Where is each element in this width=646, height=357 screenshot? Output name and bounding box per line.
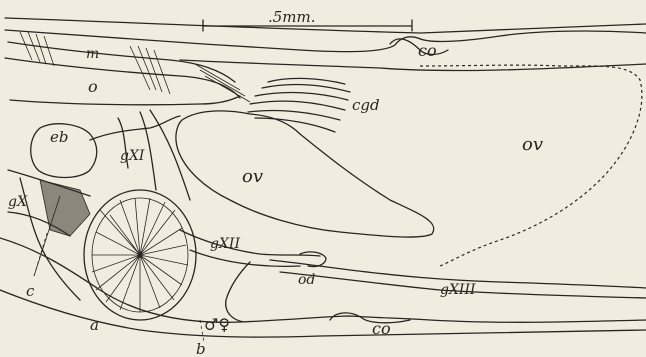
ov-dashed-outline: [420, 65, 642, 266]
label-cgd: cgd: [352, 96, 380, 114]
ov-main-outline: [176, 111, 434, 237]
label-eb: eb: [50, 128, 68, 146]
label-o: o: [88, 77, 98, 96]
label-m: m: [86, 46, 99, 62]
label-sex-symbols: ♂♀: [204, 315, 230, 334]
label-gx: gX: [8, 194, 28, 210]
label-gxii: gXII: [210, 236, 240, 252]
label-od: od: [298, 272, 315, 288]
label-ov-dashed: ov: [522, 134, 543, 155]
egg-radial-texture: [92, 198, 188, 312]
label-co-top: co: [418, 41, 437, 60]
label-co-bottom: co: [372, 319, 391, 338]
scale-bar-label: .5mm.: [268, 8, 316, 26]
label-ov-main: ov: [242, 166, 263, 187]
upper-body-wall-inner: [180, 60, 646, 71]
label-gxi: gXI: [120, 148, 145, 164]
lower-oval-band: [10, 96, 240, 105]
dark-fibre-mass: [40, 180, 90, 236]
label-gxiii: gXIII: [440, 282, 476, 298]
eb-to-gxi-connector: [90, 116, 180, 140]
cgd-structure: [248, 78, 350, 132]
upper-body-wall: [5, 30, 646, 52]
label-c: c: [26, 282, 35, 300]
label-b: b: [196, 340, 206, 357]
label-a: a: [90, 316, 99, 334]
muscle-fibres: [20, 32, 250, 102]
